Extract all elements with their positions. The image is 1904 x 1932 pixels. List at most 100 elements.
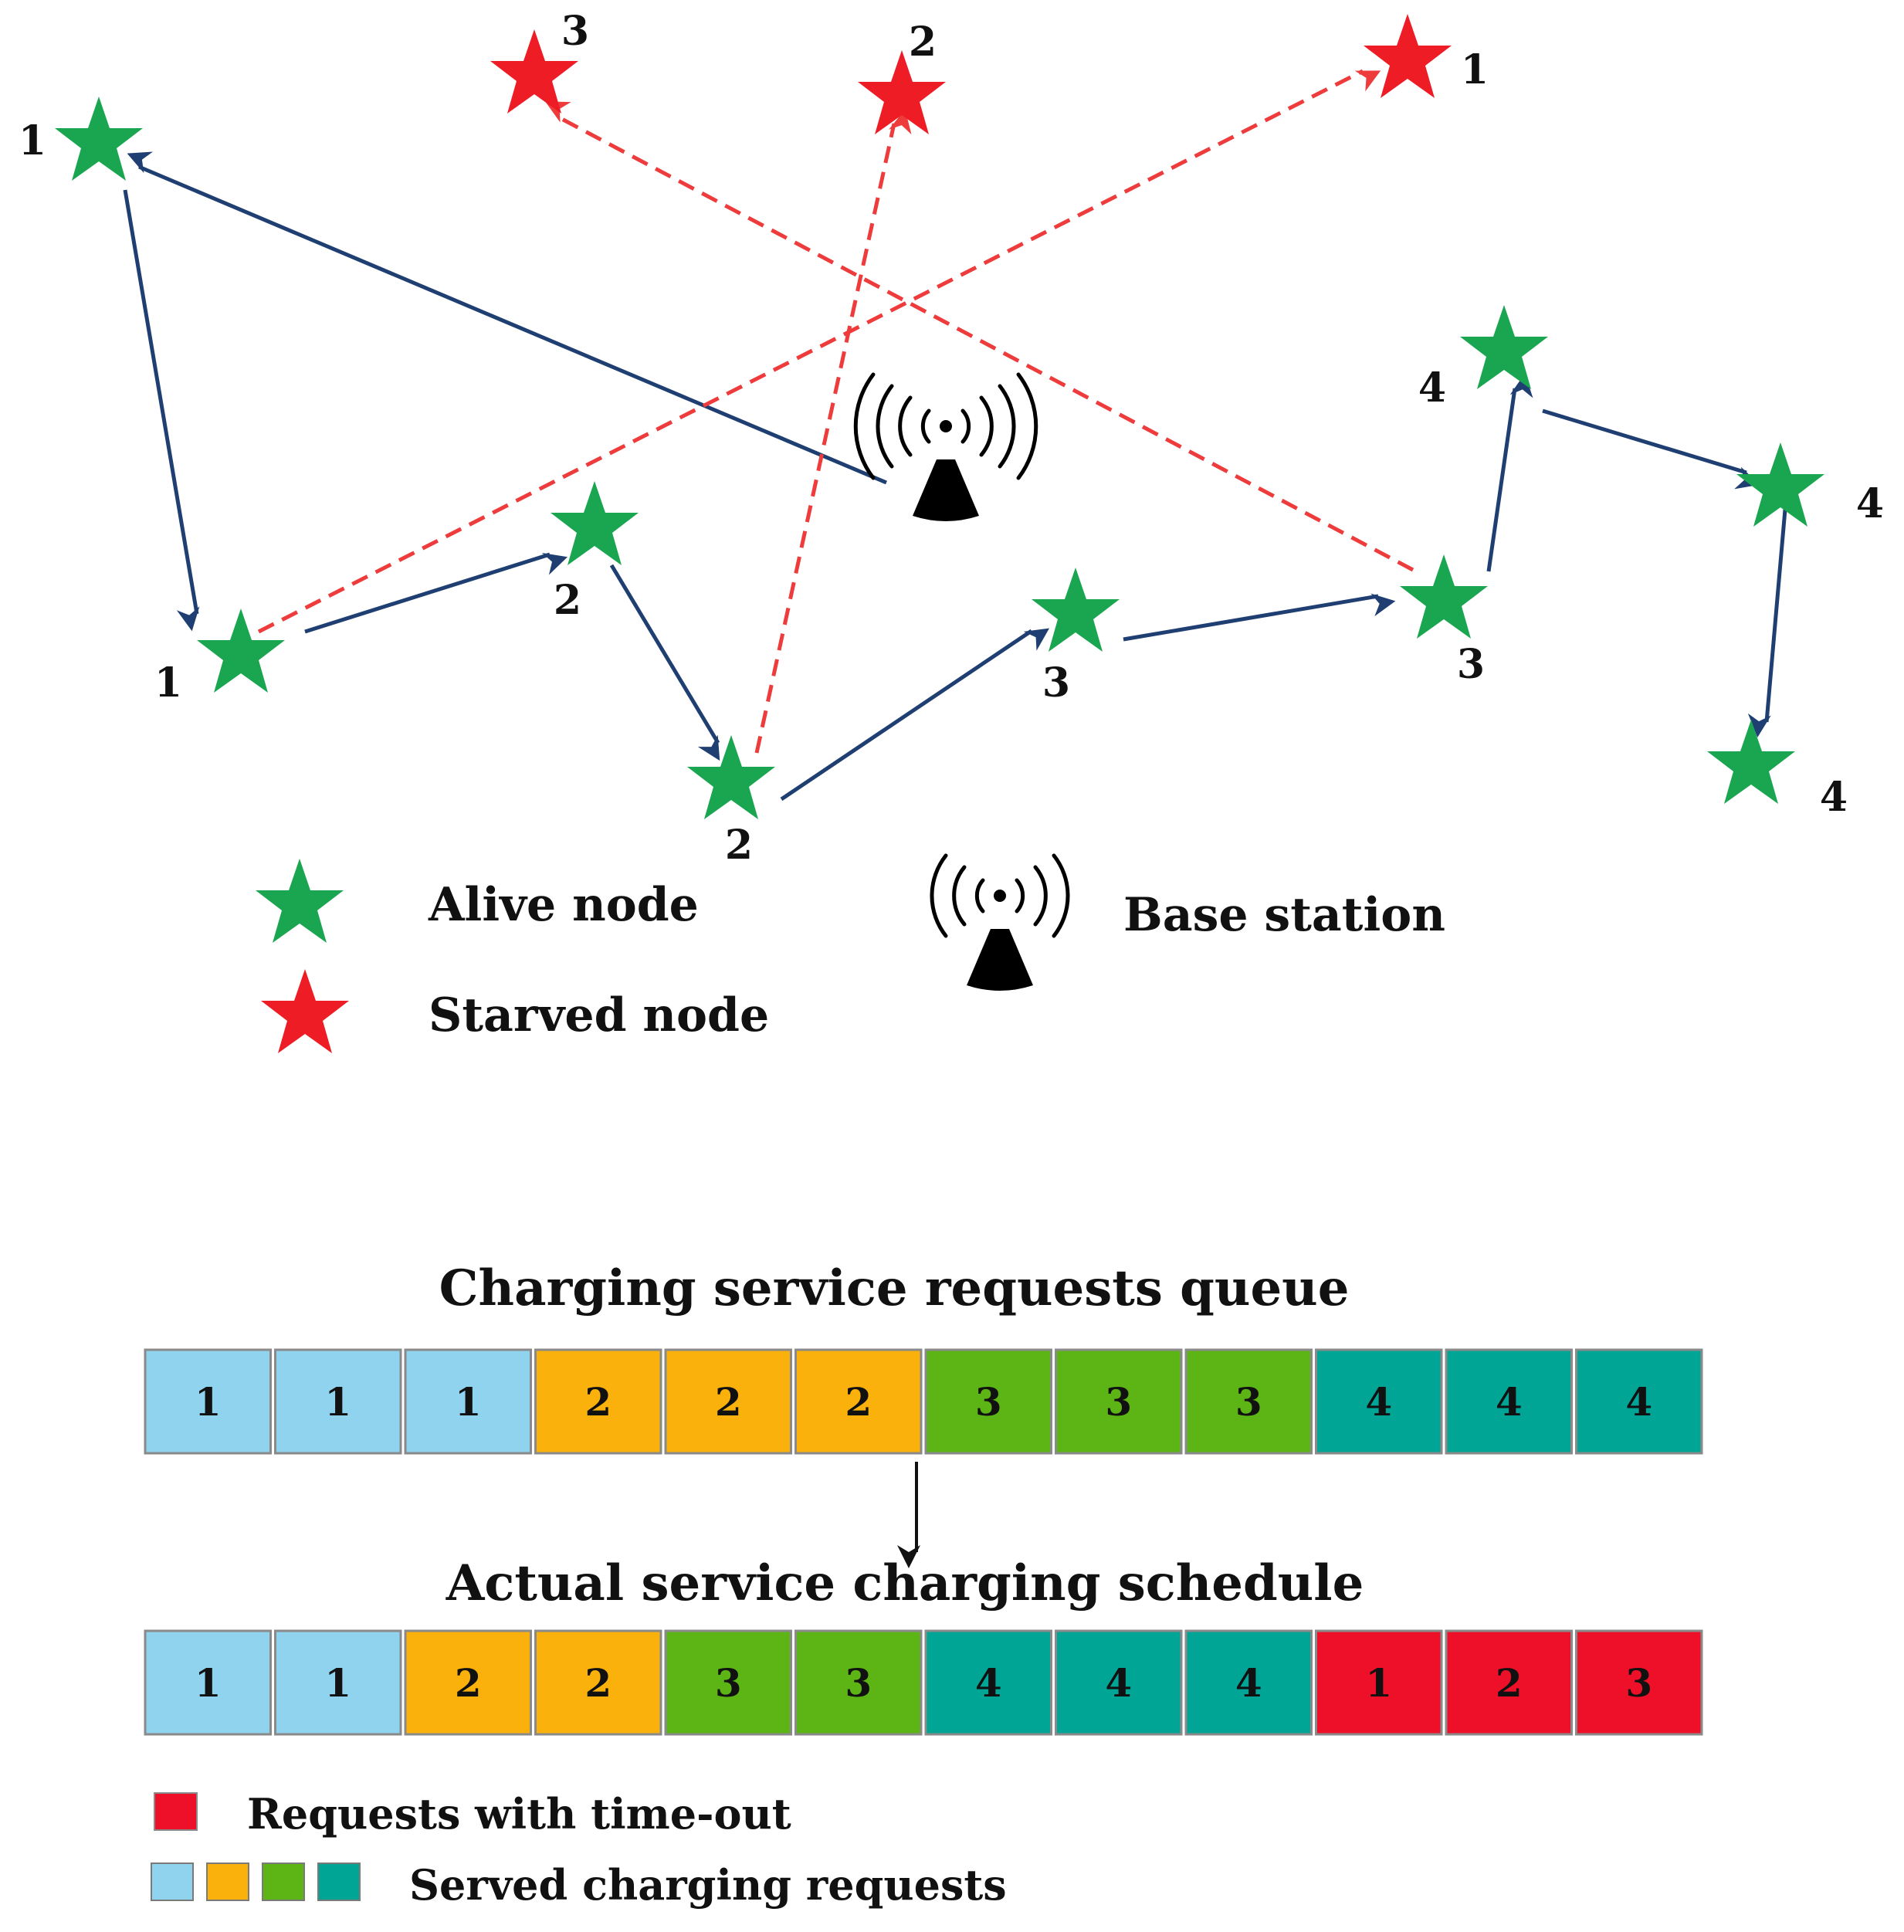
starved-node-star [1364, 14, 1452, 98]
queue-cell [1575, 1348, 1703, 1455]
alive-node-star [687, 735, 775, 819]
starved-node-star [490, 29, 578, 114]
served-legend-swatch-3 [262, 1863, 305, 1901]
queue-cell [924, 1348, 1052, 1455]
base-station-legend-label: Base station [1123, 888, 1445, 942]
alive-node-star [1400, 554, 1488, 639]
alive-node-legend-icon [256, 859, 344, 943]
queue-cell-label: 3 [1105, 1379, 1132, 1425]
schedule-cell-label: 1 [324, 1660, 351, 1706]
schedule-cell-label: 2 [1496, 1660, 1523, 1706]
alive-node-label: 4 [1856, 480, 1884, 527]
queue-cell [274, 1348, 402, 1455]
schedule-cell [274, 1629, 402, 1736]
schedule-cell [404, 1629, 532, 1736]
network-legend: Alive node Starved node Base station [256, 853, 1445, 1053]
route-segment [1123, 593, 1396, 642]
queue-cell [144, 1348, 272, 1455]
schedule-cell-label: 3 [845, 1660, 872, 1706]
timeout-routes [257, 69, 1414, 754]
queue-title: Charging service requests queue [439, 1259, 1350, 1317]
queue-cell [404, 1348, 532, 1455]
starved-node-legend-label: Starved node [429, 988, 769, 1042]
schedule-cell [924, 1629, 1052, 1736]
timeout-route-segment [257, 69, 1381, 634]
alive-node-label: 1 [19, 117, 46, 164]
starved-nodes [490, 14, 1452, 134]
base-station-legend-icon [930, 853, 1070, 991]
route-segment [780, 628, 1050, 802]
alive-node-label: 4 [1418, 364, 1446, 412]
route-segment [1747, 509, 1787, 738]
alive-node-star [1707, 720, 1795, 804]
queue-cell-label: 3 [975, 1379, 1002, 1425]
queue-cell-label: 1 [455, 1379, 482, 1425]
alive-node-label: 3 [1457, 641, 1485, 688]
alive-node-label: 3 [1042, 659, 1070, 707]
alive-node-label: 2 [554, 577, 581, 624]
alive-node-label: 1 [154, 659, 182, 707]
alive-node-label: 2 [725, 822, 753, 869]
alive-node-star [551, 481, 639, 565]
schedule-cell [1445, 1629, 1573, 1736]
base-station-icon [853, 372, 1038, 521]
queue-cell [1055, 1348, 1183, 1455]
schedule-cell [1184, 1629, 1313, 1736]
schedule-cell-label: 1 [1365, 1660, 1392, 1706]
schedule-cell [1315, 1629, 1443, 1736]
route-segment [1486, 373, 1533, 572]
queue-cell-label: 4 [1365, 1379, 1392, 1425]
schedule-cell-label: 4 [1235, 1660, 1262, 1706]
queue-cell [534, 1348, 662, 1455]
timeout-route-segment [545, 101, 1414, 572]
charging-route [123, 151, 1787, 802]
queue-cell-label: 2 [715, 1379, 742, 1425]
queue-cell-label: 2 [584, 1379, 612, 1425]
schedule-cell-label: 4 [1105, 1660, 1132, 1706]
served-legend-swatch-1 [151, 1863, 194, 1901]
schedule-cell-label: 2 [455, 1660, 482, 1706]
starved-node-labels: 3 2 1 [561, 8, 1489, 93]
schedule-cell [794, 1629, 923, 1736]
served-legend-swatch-2 [206, 1863, 249, 1901]
alive-nodes [55, 97, 1824, 819]
schedule-cell [534, 1629, 662, 1736]
alive-node-legend-label: Alive node [428, 878, 699, 932]
starved-node-label: 3 [561, 8, 589, 55]
route-segment [1542, 408, 1760, 490]
schedule-title: Actual service charging schedule [446, 1554, 1364, 1612]
schedule-cell [1575, 1629, 1703, 1736]
alive-node-star [1032, 568, 1120, 652]
starved-node-label: 2 [909, 19, 937, 66]
served-legend-label: Served charging requests [409, 1860, 1007, 1910]
queue-cell-label: 3 [1235, 1379, 1262, 1425]
schedule-cell [1055, 1629, 1183, 1736]
alive-node-labels: 1 1 2 2 3 3 4 4 4 [19, 117, 1884, 869]
route-segment [123, 189, 200, 632]
queue-cell-label: 1 [195, 1379, 222, 1425]
queue-cell [1445, 1348, 1573, 1455]
queue-cell-label: 4 [1625, 1379, 1652, 1425]
timeout-legend-label: Requests with time-out [247, 1789, 791, 1839]
queue-cell [1184, 1348, 1313, 1455]
alive-node-label: 4 [1820, 774, 1848, 821]
queue-cell [794, 1348, 923, 1455]
schedule-cell-label: 3 [715, 1660, 742, 1706]
route-segment [609, 564, 720, 761]
queue-cell [1315, 1348, 1443, 1455]
starved-node-star [858, 50, 946, 134]
queue-cell-label: 2 [845, 1379, 872, 1425]
alive-node-star [55, 97, 143, 181]
starved-node-legend-icon [261, 969, 349, 1053]
queue-cell [664, 1348, 792, 1455]
timeout-route-segment [754, 109, 912, 754]
served-legend-swatch-4 [317, 1863, 361, 1901]
timeout-legend-swatch [154, 1792, 198, 1831]
queue-cell-label: 1 [324, 1379, 351, 1425]
alive-node-star [1736, 442, 1824, 527]
starved-node-label: 1 [1461, 46, 1489, 93]
queue-cell-label: 4 [1496, 1379, 1523, 1425]
schedule-cell-label: 4 [975, 1660, 1002, 1706]
